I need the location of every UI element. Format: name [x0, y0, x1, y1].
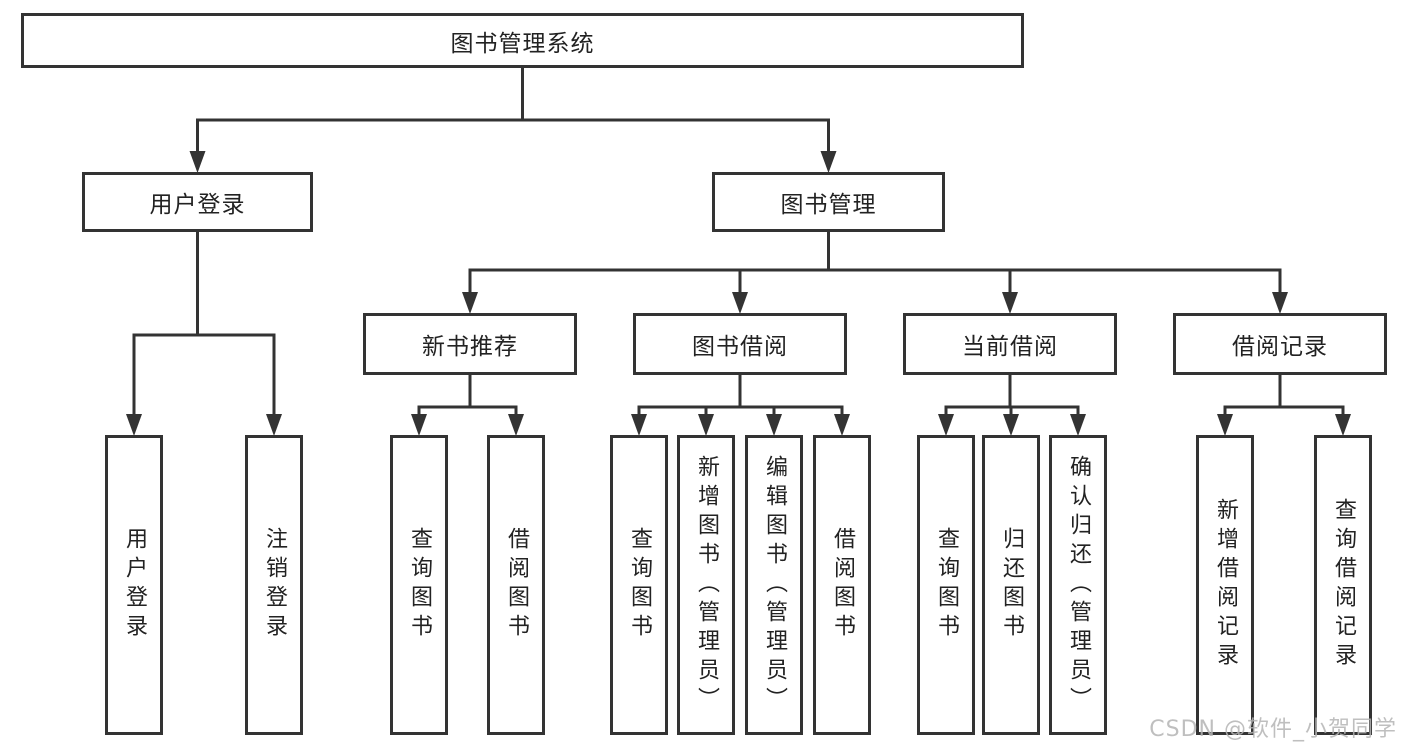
node-book-mgmt: 图书管理: [712, 172, 945, 232]
node-label: 注销登录: [262, 527, 287, 643]
node-leaf-logout: 注销登录: [245, 435, 303, 735]
node-label: 当前借阅: [962, 334, 1058, 360]
arrowhead-icon: [1002, 292, 1018, 314]
node-user-login: 用户登录: [82, 172, 313, 232]
arrowhead-icon: [126, 414, 142, 436]
arrowhead-icon: [938, 414, 954, 436]
node-leaf-borrow-books-1: 借阅图书: [487, 435, 545, 735]
node-leaf-user-login: 用户登录: [105, 435, 163, 735]
node-label: 图书借阅: [692, 334, 788, 360]
node-label: 查询借阅记录: [1331, 498, 1356, 672]
arrowhead-icon: [766, 414, 782, 436]
arrowhead-icon: [189, 151, 206, 173]
arrowhead-icon: [834, 414, 850, 436]
arrowhead-icon: [732, 292, 748, 314]
node-label: 用户登录: [149, 192, 246, 218]
arrowhead-icon: [1217, 414, 1233, 436]
arrowhead-icon: [698, 414, 714, 436]
node-label: 借阅图书: [504, 527, 529, 643]
node-label: 图书管理: [780, 192, 877, 218]
node-leaf-query-borrow-record: 查询借阅记录: [1314, 435, 1372, 735]
node-root: 图书管理系统: [21, 13, 1024, 68]
arrowhead-icon: [1335, 414, 1351, 436]
node-label: 借阅记录: [1232, 334, 1328, 360]
node-label: 新增图书（管理员）: [694, 454, 719, 716]
node-leaf-add-book: 新增图书（管理员）: [677, 435, 735, 735]
arrowhead-icon: [266, 414, 282, 436]
arrowhead-icon: [631, 414, 647, 436]
arrowhead-icon: [820, 151, 837, 173]
arrowhead-icon: [1070, 414, 1086, 436]
node-book-borrow: 图书借阅: [633, 313, 847, 375]
node-label: 查询图书: [407, 527, 432, 643]
node-label: 编辑图书（管理员）: [762, 454, 787, 716]
node-current-borrow: 当前借阅: [903, 313, 1117, 375]
node-leaf-query-books-1: 查询图书: [390, 435, 448, 735]
node-leaf-edit-book: 编辑图书（管理员）: [745, 435, 803, 735]
node-leaf-query-books-3: 查询图书: [917, 435, 975, 735]
node-new-book-rec: 新书推荐: [363, 313, 577, 375]
arrowhead-icon: [1003, 414, 1019, 436]
node-label: 归还图书: [999, 527, 1024, 643]
node-label: 查询图书: [934, 527, 959, 643]
node-label: 图书管理系统: [450, 30, 595, 57]
node-borrow-records: 借阅记录: [1173, 313, 1387, 375]
node-leaf-confirm-return: 确认归还（管理员）: [1049, 435, 1107, 735]
node-label: 借阅图书: [830, 527, 855, 643]
node-label: 新增借阅记录: [1213, 498, 1238, 672]
arrowhead-icon: [411, 414, 427, 436]
node-label: 新书推荐: [422, 334, 518, 360]
arrowhead-icon: [462, 292, 478, 314]
node-label: 确认归还（管理员）: [1066, 454, 1091, 716]
node-label: 用户登录: [122, 527, 147, 643]
watermark-text: CSDN @软件_小贺同学: [1149, 717, 1397, 742]
node-leaf-query-books-2: 查询图书: [610, 435, 668, 735]
node-leaf-borrow-books-2: 借阅图书: [813, 435, 871, 735]
node-label: 查询图书: [627, 527, 652, 643]
arrowhead-icon: [508, 414, 524, 436]
node-leaf-add-borrow-record: 新增借阅记录: [1196, 435, 1254, 735]
node-leaf-return-book: 归还图书: [982, 435, 1040, 735]
arrowhead-icon: [1272, 292, 1288, 314]
